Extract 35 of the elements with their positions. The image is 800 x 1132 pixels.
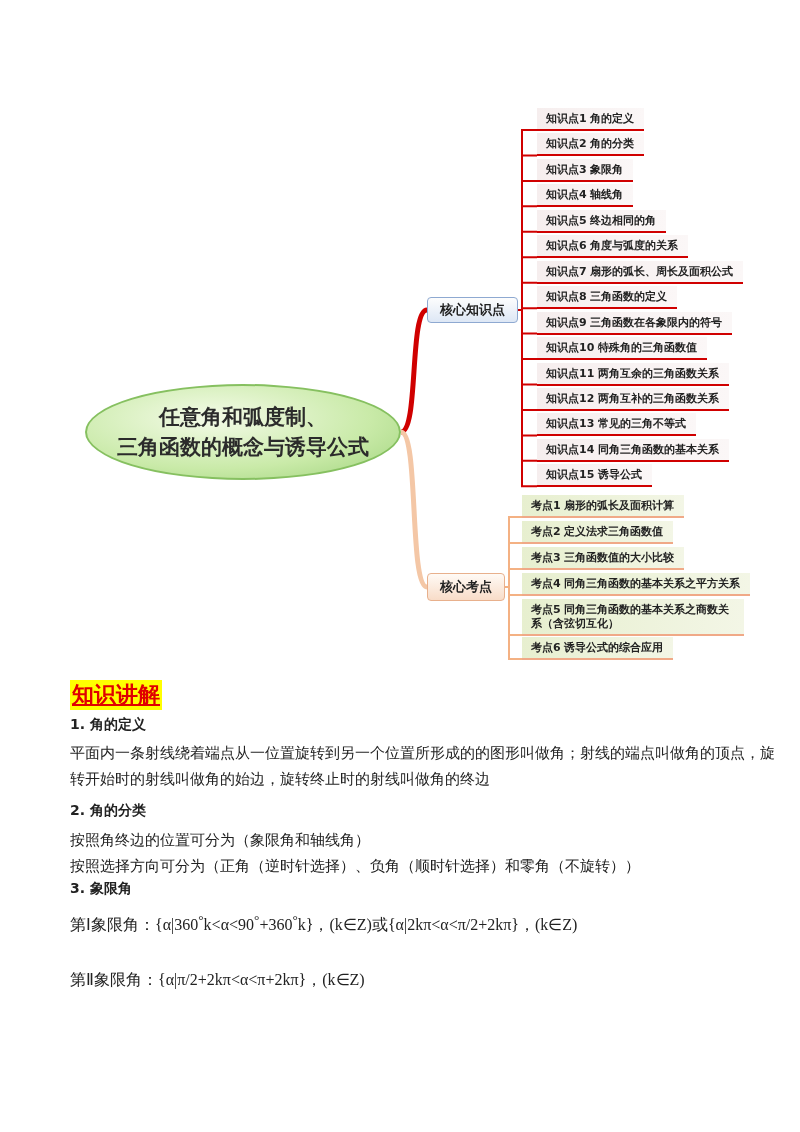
branch-line: [399, 430, 429, 589]
topic-item: 知识点10 特殊角的三角函数值: [537, 337, 708, 361]
topic-item: 考点3 三角函数值的大小比较: [522, 547, 685, 570]
topic-item: 考点4 同角三角函数的基本关系之平方关系: [522, 573, 751, 596]
branch-box: 核心考点: [427, 573, 505, 601]
topic-item: 知识点9 三角函数在各象限内的符号: [537, 311, 733, 335]
topic-item: 知识点5 终边相同的角: [537, 209, 667, 233]
formula-line: 第Ⅱ象限角：{α|π/2+2kπ<α<π+2kπ}，(k∈Z): [70, 970, 365, 991]
topic-item: 知识点4 轴线角: [537, 184, 634, 208]
section-heading: 3. 象限角: [70, 880, 132, 898]
topic-item: 知识点8 三角函数的定义: [537, 286, 678, 310]
topic-item: 知识点13 常见的三角不等式: [537, 413, 697, 437]
section-banner: 知识讲解: [70, 680, 162, 710]
topic-item: 考点5 同角三角函数的基本关系之商数关系（含弦切互化）: [522, 599, 744, 636]
topic-item: 知识点6 角度与弧度的关系: [537, 235, 689, 259]
topic-item: 考点2 定义法求三角函数值: [522, 521, 674, 544]
topic-item: 考点6 诱导公式的综合应用: [522, 637, 674, 660]
topic-item: 知识点3 象限角: [537, 158, 634, 182]
topic-item: 知识点15 诱导公式: [537, 464, 653, 488]
topic-item: 知识点11 两角互余的三角函数关系: [537, 362, 730, 386]
branch-box: 核心知识点: [427, 297, 518, 323]
formula-line: 第Ⅰ象限角：{α|360$^{°}$k<α<90$^{°}$+360$^{°}$k}，(k∈Z)或{α|2kπ<α<π/2+2kπ}，(k∈Z): [70, 912, 578, 936]
topic-item: 知识点1 角的定义: [537, 108, 645, 131]
topic-item: 考点1 扇形的弧长及面积计算: [522, 495, 685, 518]
topic-ellipse: 任意角和弧度制、三角函数的概念与诱导公式: [85, 384, 401, 480]
branch-line: [399, 307, 429, 435]
paragraph-text: 平面内一条射线绕着端点从一位置旋转到另一个位置所形成的的图形叫做角；射线的端点叫做角的顶点，旋转开始时的射线叫做角的始边，旋转终止时的射线叫做角的终边: [70, 743, 775, 789]
paragraph-text: 按照选择方向可分为（正角（逆时针选择）、负角（顺时针选择）和零角（不旋转））: [70, 856, 641, 876]
topic-item: 知识点14 同角三角函数的基本关系: [537, 438, 730, 462]
paragraph-text: 按照角终边的位置可分为（象限角和轴线角）: [70, 830, 371, 850]
topic-item: 知识点7 扇形的弧长、周长及面积公式: [537, 260, 744, 284]
section-heading: 2. 角的分类: [70, 802, 146, 820]
section-heading: 1. 角的定义: [70, 716, 146, 734]
topic-item: 知识点2 角的分类: [537, 133, 645, 157]
topic-item: 知识点12 两角互补的三角函数关系: [537, 387, 730, 411]
